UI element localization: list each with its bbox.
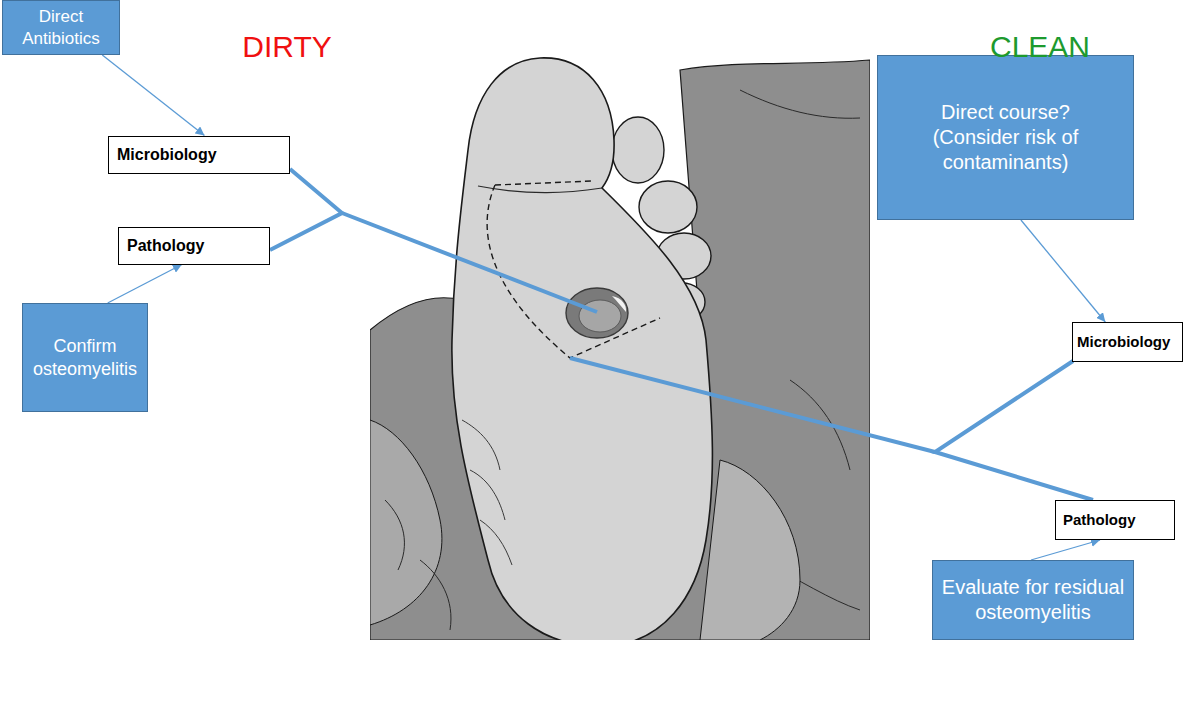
arrow-connector [102,55,204,136]
box-text: Direct course? (Consider risk of contami… [916,100,1096,175]
box-text: Pathology [1063,511,1136,530]
ulcer [566,288,628,338]
ulcer-highlight [612,296,626,312]
box-text: Microbiology [1077,333,1170,352]
box-text: Confirm osteomyelitis [27,335,143,380]
box-text: Microbiology [117,145,217,165]
note-box: Confirm osteomyelitis [22,303,148,412]
process-box: Pathology [118,227,270,265]
process-box: Microbiology [108,136,290,174]
toe [612,117,664,183]
arrow-connector [108,265,182,304]
drape-fold [370,420,442,625]
box-text: Evaluate for residual osteomyelitis [938,575,1128,625]
arrow-connector [1031,540,1100,560]
section-heading: DIRTY [242,30,331,63]
foot-drawing [370,58,870,640]
note-box: Direct Antibiotics [2,0,120,55]
note-box: Evaluate for residual osteomyelitis [932,560,1134,640]
clean-sample-line [570,358,935,452]
toe-crease [478,186,602,193]
drape-fold [700,460,800,640]
ulcer-base [579,300,621,332]
note-box: Direct course? (Consider risk of contami… [877,55,1134,220]
dirty-sample-line [342,213,597,312]
toe [639,181,697,233]
foot-sole [452,58,713,640]
section-heading: CLEAN [990,30,1090,63]
box-text: Direct Antibiotics [7,6,115,49]
arrow-connector [1021,220,1105,322]
clean-fork [935,361,1093,500]
dirty-fork [270,169,342,250]
process-box: Pathology [1055,500,1175,540]
box-text: Pathology [127,236,204,256]
skin-wrinkles [462,420,512,565]
process-box: Microbiology [1072,322,1183,362]
resection-margin [487,181,660,358]
